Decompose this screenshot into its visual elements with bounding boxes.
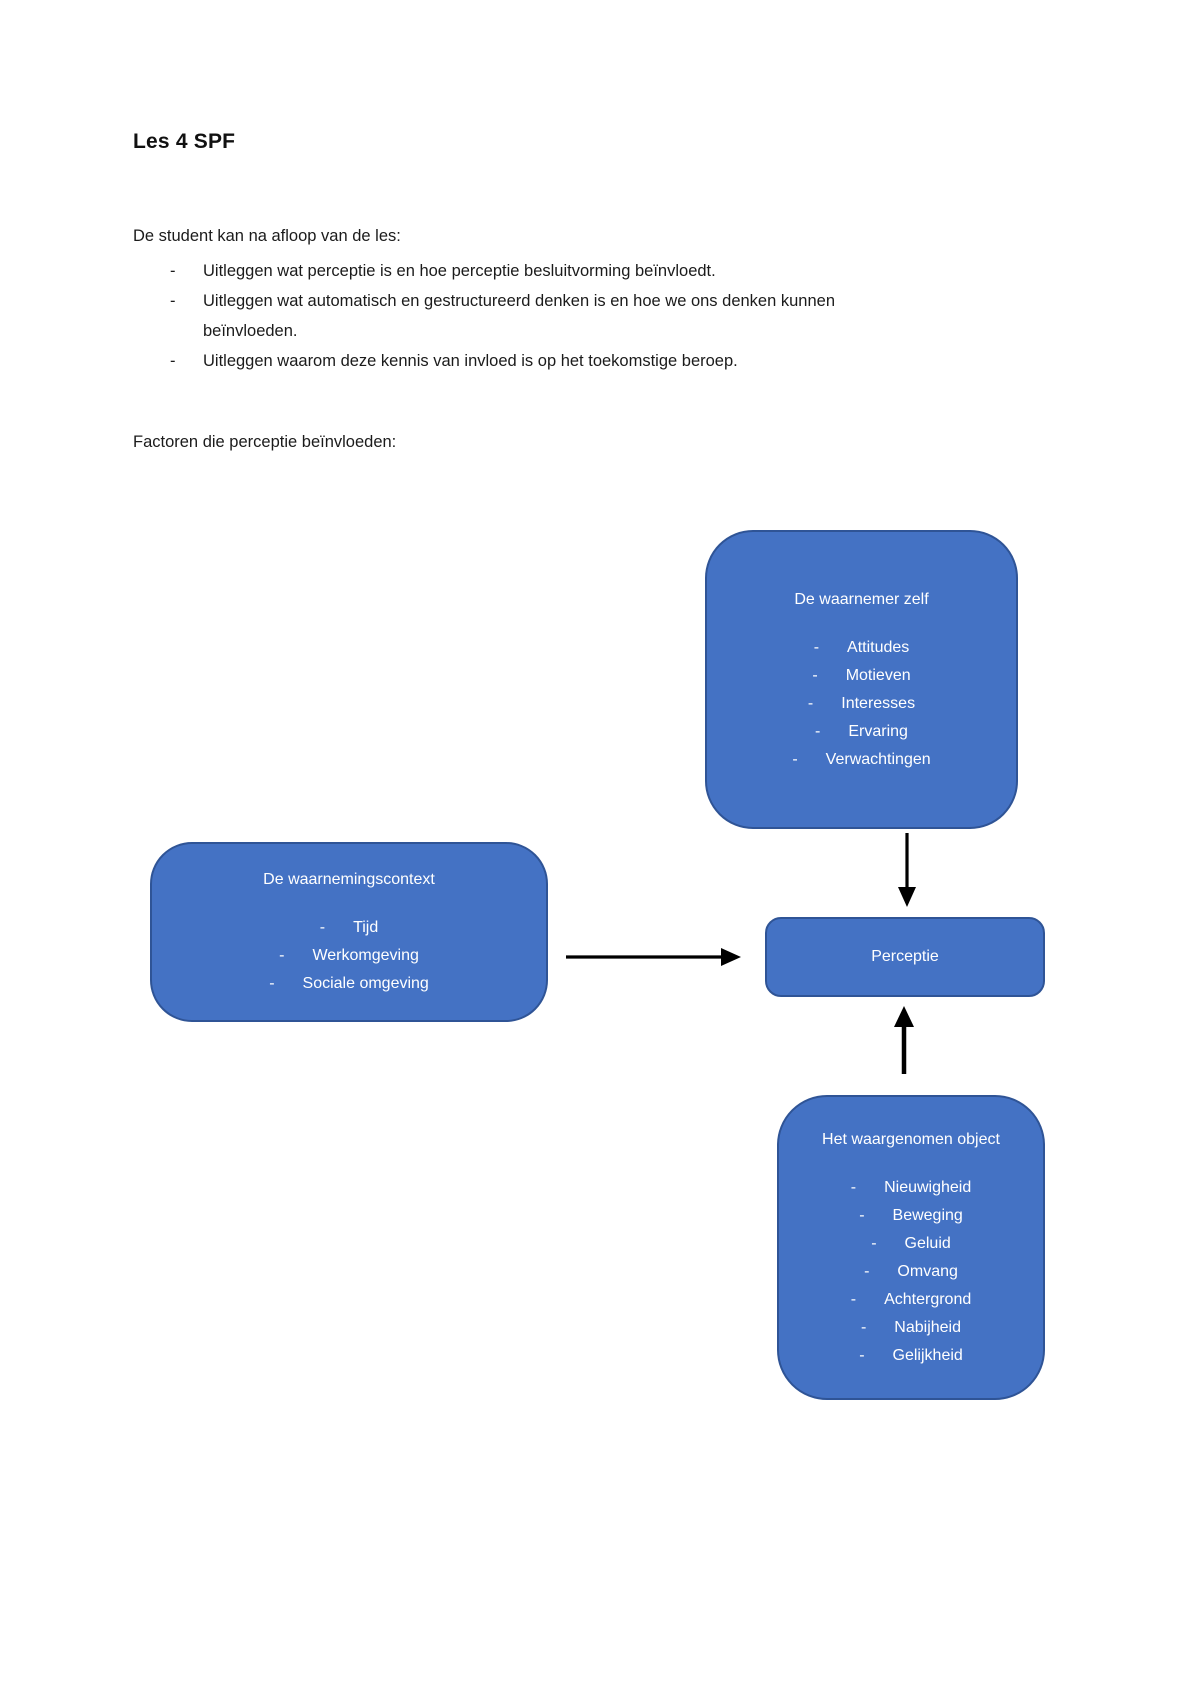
object-box-list: -Nieuwigheid-Beweging-Geluid-Omvang-Acht… (851, 1174, 972, 1370)
context-box-list: -Tijd-Werkomgeving-Sociale omgeving (269, 914, 429, 998)
list-item: - Werkomgeving (269, 942, 429, 970)
list-item: - Tijd (269, 914, 429, 942)
observer-box-title: De waarnemer zelf (794, 590, 929, 608)
list-item-label: Nabijheid (894, 1318, 962, 1336)
list-item-label: Beweging (892, 1206, 963, 1224)
arrow-object-to-perception (894, 1006, 914, 1074)
list-item: - Interesses (792, 690, 930, 718)
page-title: Les 4 SPF (133, 130, 236, 153)
list-item: - Nabijheid (851, 1314, 972, 1342)
list-item-label: Werkomgeving (312, 947, 419, 964)
bullet-dash: - (170, 292, 176, 310)
arrow-context-to-perception (566, 948, 741, 966)
observer-box: De waarnemer zelf - Attitudes - Motieven - In… (705, 530, 1018, 829)
bullet-dash: - (860, 1318, 867, 1336)
list-item-label: Geluid (904, 1234, 951, 1252)
list-item-label: Uitleggen waarom deze kennis van invloed… (203, 352, 738, 370)
list-item: - Uitleggen waarom deze kennis van invloe… (170, 346, 915, 376)
bullet-dash: - (269, 975, 275, 992)
perception-box: Perceptie (765, 917, 1045, 997)
bullet-dash: - (859, 1346, 865, 1364)
bullet-dash: - (170, 352, 176, 370)
bullet-dash: - (859, 1206, 865, 1224)
list-item-label: Verwachtingen (825, 750, 931, 768)
bullet-dash: - (871, 1234, 877, 1252)
context-box-title: De waarnemingscontext (263, 871, 435, 888)
list-item: - Nieuwigheid (851, 1174, 972, 1202)
list-item-label: Tijd (353, 919, 379, 936)
list-item: - Ervaring (792, 718, 930, 746)
list-item-label: Uitleggen wat automatisch en gestructure… (203, 292, 835, 340)
list-item: - Verwachtingen (792, 746, 930, 774)
list-item: - Beweging (851, 1202, 972, 1230)
object-box: Het waargenomen object -Nieuwigheid-Bewe… (777, 1095, 1045, 1400)
list-item: - Gelijkheid (851, 1342, 972, 1370)
bullet-dash: - (850, 1290, 857, 1308)
intro-text: De student kan na afloop van de les: (133, 227, 401, 245)
list-item-label: Ervaring (848, 722, 908, 740)
observer-box-list: -Attitudes-Motieven-Interesses-Ervaring-… (792, 634, 930, 774)
bullet-dash: - (792, 750, 798, 768)
bullet-dash: - (815, 722, 821, 740)
list-item: - Uitleggen wat automatisch en gestructur… (170, 286, 915, 346)
list-item-label: Achtergrond (884, 1290, 972, 1308)
list-item: - Achtergrond (851, 1286, 972, 1314)
list-item-label: Gelijkheid (892, 1346, 963, 1364)
list-item-label: Attitudes (847, 638, 910, 656)
bullet-dash: - (279, 947, 285, 964)
list-item-label: Sociale omgeving (302, 975, 429, 992)
perception-box-title: Perceptie (871, 948, 939, 965)
list-item-label: Uitleggen wat perceptie is en hoe percep… (203, 262, 716, 280)
arrow-observer-to-perception (898, 833, 916, 907)
object-box-title: Het waargenomen object (822, 1130, 1000, 1148)
list-item: - Sociale omgeving (269, 970, 429, 998)
context-box: De waarnemingscontext - Tijd - Werkomgeving… (150, 842, 548, 1022)
list-item: - Motieven (792, 662, 930, 690)
bullet-dash: - (850, 1178, 857, 1196)
list-item-label: Omvang (897, 1262, 958, 1280)
bullet-dash: - (170, 262, 176, 280)
list-item-label: Nieuwigheid (884, 1178, 972, 1196)
list-item-label: Interesses (841, 694, 916, 712)
bullet-dash: - (864, 1262, 870, 1280)
list-item: - Omvang (851, 1258, 972, 1286)
bullet-dash: - (319, 919, 326, 936)
list-item: - Attitudes (792, 634, 930, 662)
objectives-list: - Uitleggen wat perceptie is en hoe perce… (170, 256, 915, 376)
list-item-label: Motieven (845, 666, 911, 684)
bullet-dash: - (813, 638, 820, 656)
bullet-dash: - (812, 666, 818, 684)
list-item: - Geluid (851, 1230, 972, 1258)
list-item: - Uitleggen wat perceptie is en hoe perce… (170, 256, 915, 286)
bullet-dash: - (807, 694, 814, 712)
diagram-heading: Factoren die perceptie beïnvloeden: (133, 433, 397, 451)
